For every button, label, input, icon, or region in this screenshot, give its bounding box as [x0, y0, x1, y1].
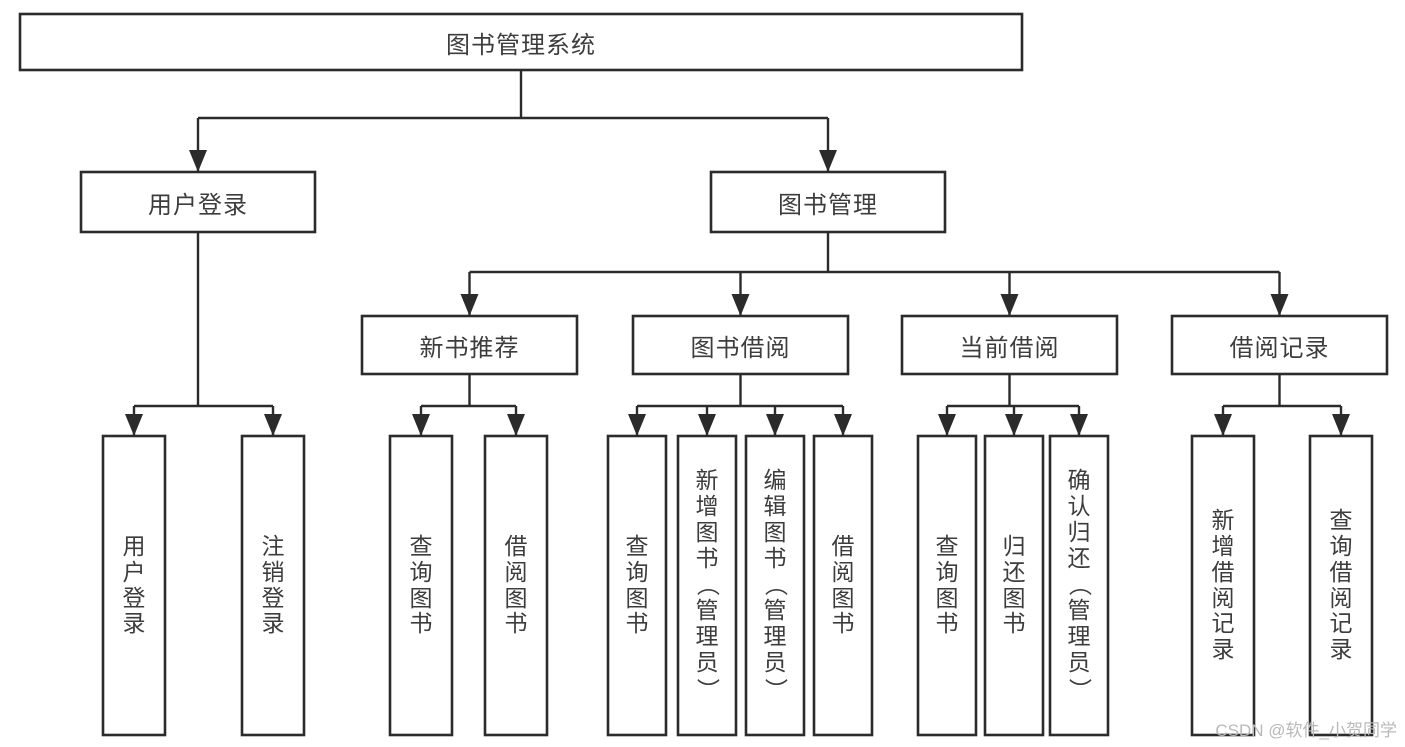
node-level2-当前借阅[interactable] [900, 314, 1119, 376]
node-leaf-6[interactable] [744, 434, 806, 737]
arrow-head-icon [1070, 414, 1088, 436]
arrow-head-icon [938, 414, 956, 436]
arrow-head-icon [834, 414, 852, 436]
arrow-head-icon [1214, 414, 1232, 436]
connector-edges-layer [125, 70, 1350, 436]
node-level1-图书管理[interactable] [709, 170, 947, 234]
arrow-head-icon [628, 414, 646, 436]
node-leaf-4[interactable] [606, 434, 668, 737]
node-leaf-11[interactable] [1190, 434, 1256, 737]
arrow-head-icon [412, 414, 430, 436]
arrow-head-icon [507, 414, 525, 436]
node-level1-用户登录[interactable] [79, 170, 317, 234]
node-level2-新书推荐[interactable] [360, 314, 579, 376]
arrow-head-icon [460, 294, 479, 316]
node-leaf-9[interactable] [983, 434, 1045, 737]
arrow-head-icon [264, 414, 282, 436]
arrow-head-icon [1005, 414, 1023, 436]
node-leaf-3[interactable] [483, 434, 549, 737]
node-leaf-7[interactable] [812, 434, 874, 737]
node-leaf-2[interactable] [388, 434, 454, 737]
arrow-head-icon [125, 414, 143, 436]
node-leaf-1[interactable] [240, 434, 306, 737]
arrow-head-icon [1000, 294, 1019, 316]
arrow-head-icon [1332, 414, 1350, 436]
arrow-head-icon [189, 150, 207, 172]
node-level2-借阅记录[interactable] [1170, 314, 1389, 376]
node-root-图书管理系统[interactable] [18, 12, 1024, 72]
node-boxes-layer [18, 12, 1389, 737]
node-leaf-5[interactable] [676, 434, 738, 737]
arrow-head-icon [698, 414, 716, 436]
csdn-watermark: CSDN @软件_小贺同学 [1215, 721, 1397, 740]
node-leaf-12[interactable] [1308, 434, 1374, 737]
node-level2-图书借阅[interactable] [631, 314, 850, 376]
node-leaf-10[interactable] [1048, 434, 1110, 737]
arrow-head-icon [819, 150, 837, 172]
arrow-head-icon [1270, 294, 1289, 316]
arrow-head-icon [731, 294, 750, 316]
node-leaf-8[interactable] [916, 434, 978, 737]
node-leaf-0[interactable] [101, 434, 167, 737]
arrow-head-icon [766, 414, 784, 436]
